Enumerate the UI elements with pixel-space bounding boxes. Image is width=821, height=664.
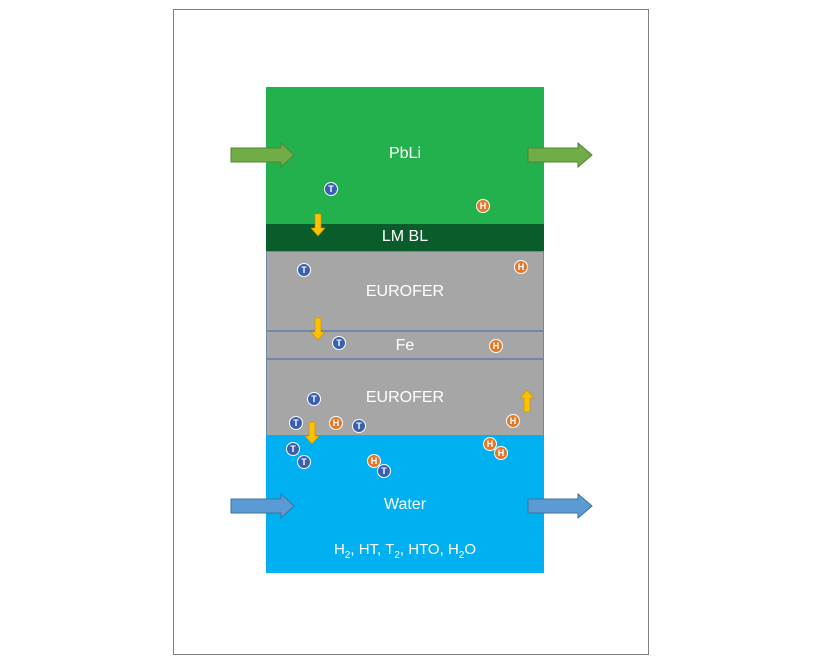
species-separator: , — [350, 541, 359, 558]
water-inflow-arrow — [230, 492, 295, 520]
tritium-particle: T — [377, 464, 391, 478]
hydrogen-particle: H — [506, 414, 520, 428]
fe-label: Fe — [395, 337, 415, 354]
species-item: HT — [358, 541, 378, 558]
hydrogen-particle: H — [476, 199, 490, 213]
pbli-label: PbLi — [388, 145, 422, 162]
species-item: HTO — [408, 541, 440, 558]
species-item: H2 — [333, 541, 351, 561]
transport-down-arrow-1 — [310, 213, 326, 237]
hydrogen-particle: H — [483, 437, 497, 451]
hydrogen-particle: H — [514, 260, 528, 274]
species-item: T2 — [385, 541, 400, 561]
tritium-particle: T — [297, 263, 311, 277]
tritium-particle: T — [324, 182, 338, 196]
tritium-particle: T — [286, 442, 300, 456]
species-item: H2O — [447, 541, 477, 561]
tritium-particle: T — [332, 336, 346, 350]
water-label: Water — [383, 496, 427, 513]
transport-down-arrow-2 — [310, 317, 326, 341]
pbli-inflow-arrow — [230, 141, 295, 169]
water-outflow-arrow — [527, 492, 593, 520]
tritium-particle: T — [297, 455, 311, 469]
transport-down-arrow-3 — [304, 421, 320, 445]
pbli-outflow-arrow — [527, 141, 593, 169]
eurofer-bottom-label: EUROFER — [365, 389, 445, 406]
hydrogen-particle: H — [489, 339, 503, 353]
hydrogen-particle: H — [367, 454, 381, 468]
species-list: H2, HT, T2, HTO, H2O — [266, 541, 544, 561]
tritium-particle: T — [352, 419, 366, 433]
tritium-particle: T — [307, 392, 321, 406]
tritium-particle: T — [289, 416, 303, 430]
figure-frame — [173, 9, 649, 655]
hydrogen-particle: H — [329, 416, 343, 430]
species-separator: , — [439, 541, 448, 558]
species-separator: , — [399, 541, 409, 558]
pbli-layer: PbLi — [266, 87, 544, 224]
species-separator: , — [377, 541, 386, 558]
lm-bl-label: LM BL — [381, 228, 429, 245]
transport-up-arrow — [519, 389, 535, 413]
hydrogen-particle: H — [494, 446, 508, 460]
eurofer-top-label: EUROFER — [365, 283, 445, 300]
eurofer-top-layer: EUROFER — [266, 251, 544, 331]
